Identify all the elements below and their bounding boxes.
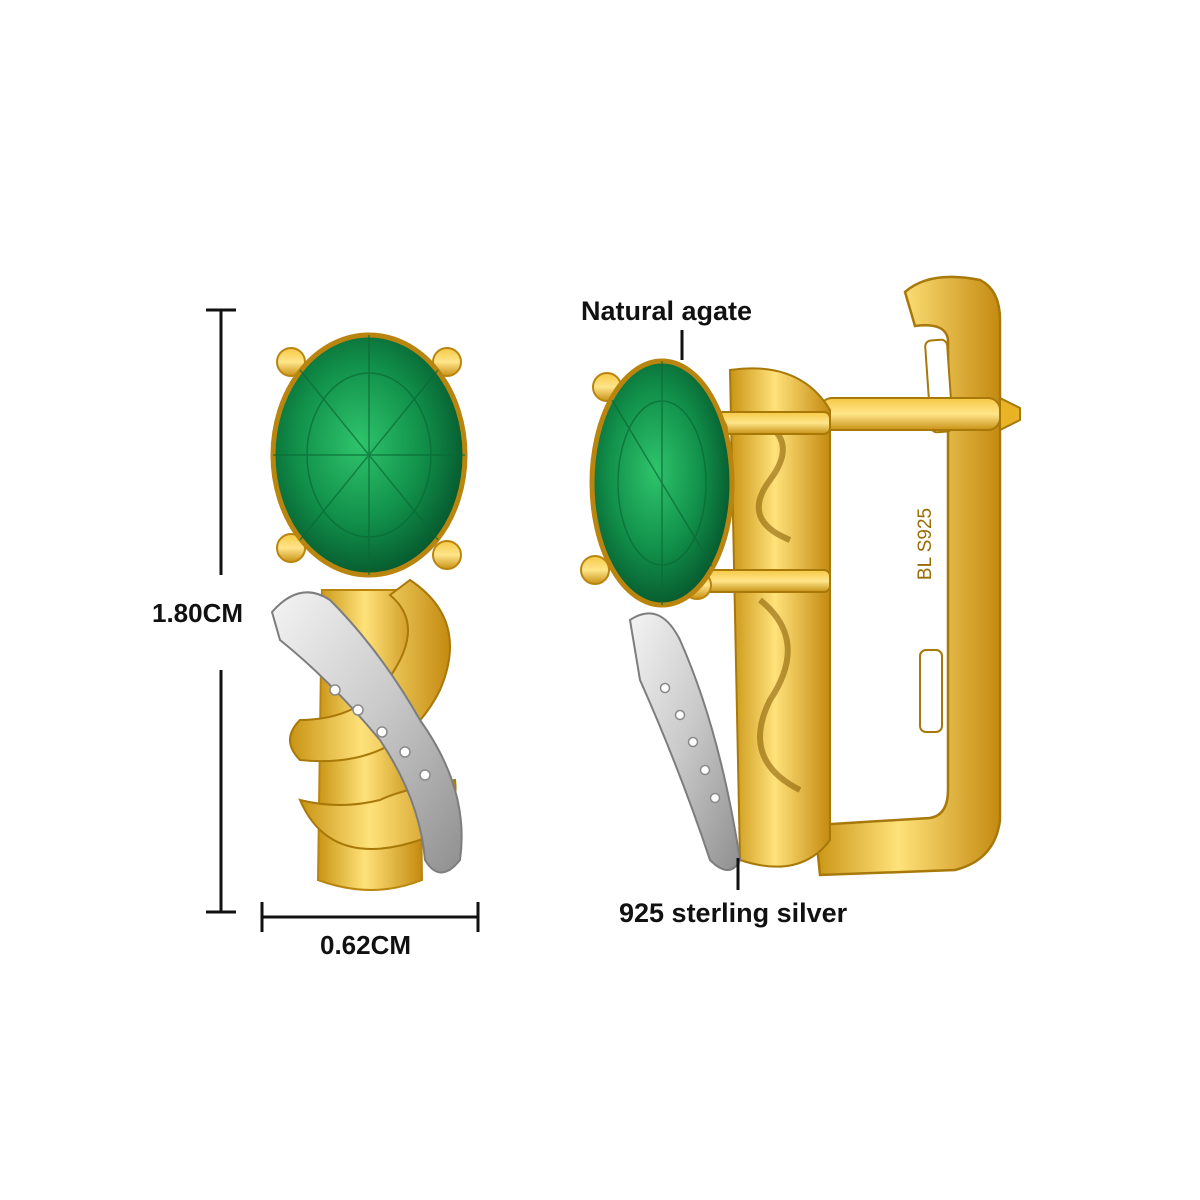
width-dimension-line [260, 902, 480, 932]
earring-side-view [580, 275, 1021, 877]
height-dimension-line [206, 308, 236, 914]
earring-front-view [270, 332, 468, 891]
height-dimension-label: 1.80CM [152, 598, 244, 628]
width-dimension-label: 0.62CM [320, 930, 412, 960]
stone-callout-label: Natural agate [581, 296, 753, 326]
metal-callout-label: 925 sterling silver [619, 898, 848, 928]
engraving-text: BL S925 [915, 507, 937, 581]
